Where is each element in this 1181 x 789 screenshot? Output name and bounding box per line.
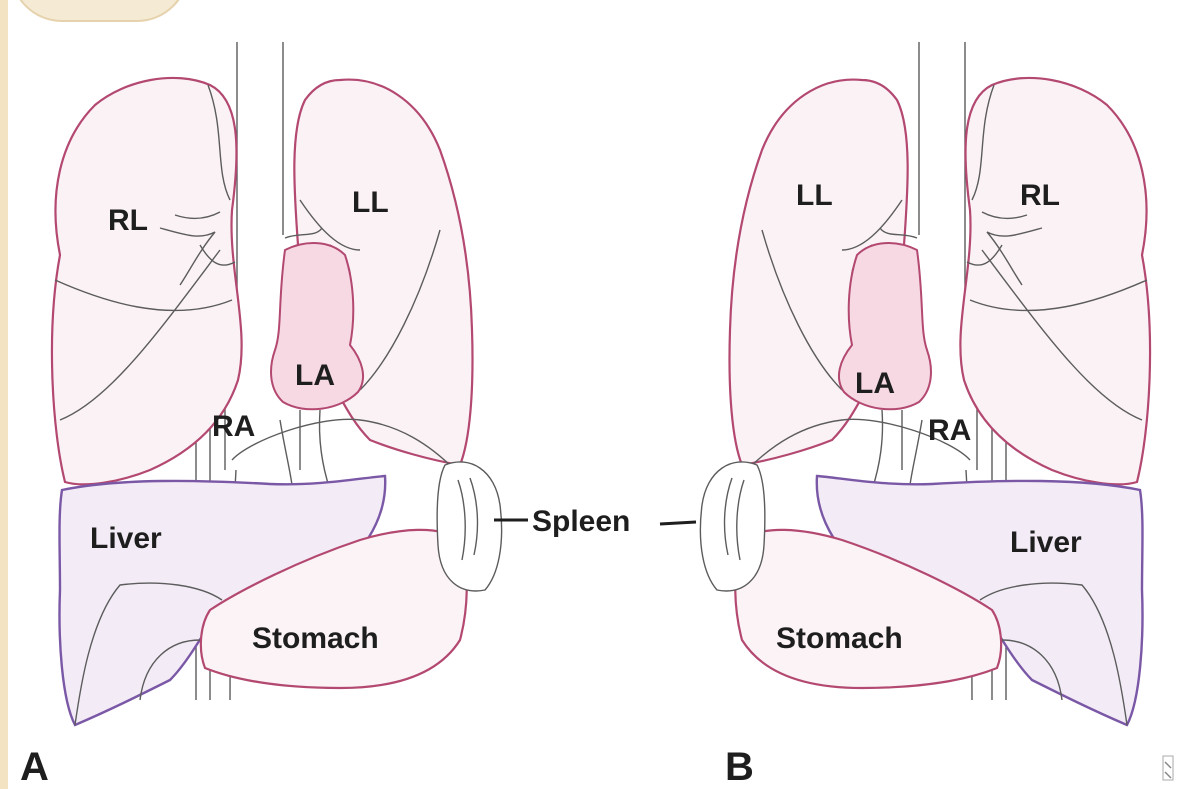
- panel-a: RL LL LA RA Liver Stomach A: [20, 42, 502, 789]
- spleen-callout: Spleen: [494, 505, 696, 538]
- panel-a-label-rl: RL: [108, 204, 148, 237]
- label-spleen: Spleen: [532, 505, 630, 538]
- panel-b-label-ll: LL: [796, 179, 833, 212]
- panel-b-spleen: [700, 462, 765, 591]
- corner-mark-icon: [1163, 756, 1173, 780]
- panel-a-label-stomach: Stomach: [252, 622, 379, 655]
- panel-a-spleen: [437, 462, 502, 591]
- spleen-leader-right: [660, 522, 696, 524]
- panel-b-letter: B: [725, 745, 754, 789]
- panel-b-right-lung: [960, 78, 1150, 484]
- panel-b-label-rl: RL: [1020, 179, 1060, 212]
- panel-a-label-la: LA: [295, 359, 335, 392]
- panel-b: [700, 42, 1150, 725]
- panel-b-label-la: LA: [855, 367, 895, 400]
- panel-a-label-liver: Liver: [90, 522, 162, 555]
- panel-a-letter: A: [20, 745, 49, 789]
- panel-b-label-stomach: Stomach: [776, 622, 903, 655]
- panel-a-label-ll: LL: [352, 186, 389, 219]
- panel-a-label-ra: RA: [212, 410, 255, 443]
- panel-b-label-liver: Liver: [1010, 526, 1082, 559]
- panel-b-label-ra: RA: [928, 414, 971, 447]
